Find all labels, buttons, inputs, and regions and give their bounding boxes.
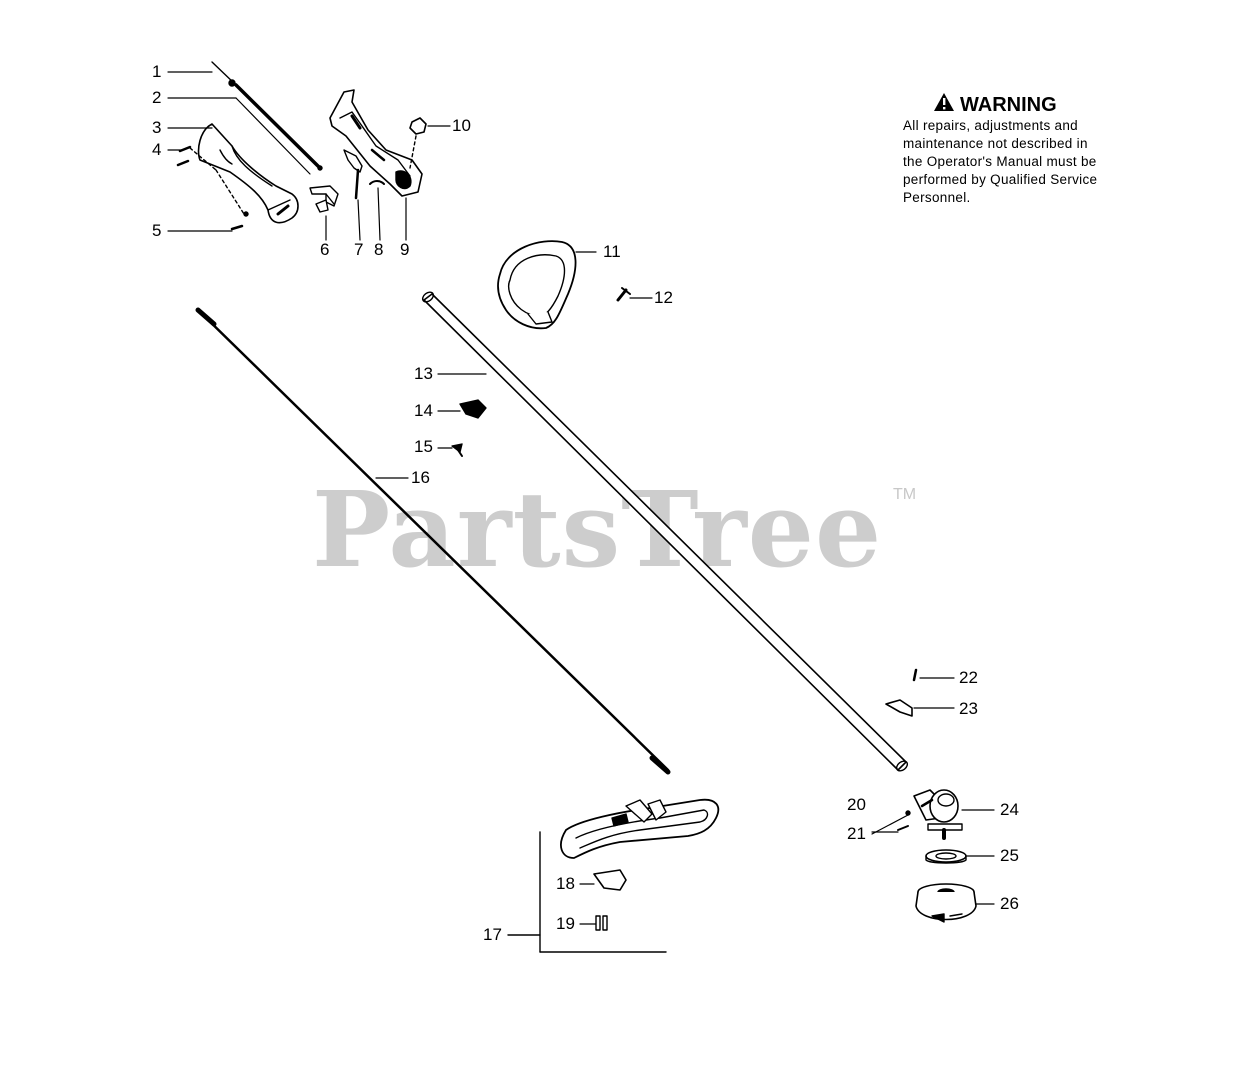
part-1-throttle-cable bbox=[211, 61, 323, 171]
part-16-drive-shaft bbox=[195, 307, 671, 775]
part-9-housing bbox=[329, 89, 423, 197]
part-11-loop-handle bbox=[497, 240, 577, 330]
callout-7[interactable]: 7 bbox=[354, 240, 364, 259]
callout-12[interactable]: 12 bbox=[654, 288, 673, 307]
part-8-spring bbox=[369, 180, 385, 185]
part-18-blade bbox=[593, 869, 627, 891]
warning-header: WARNING bbox=[933, 92, 1143, 117]
trademark-symbol: TM bbox=[893, 486, 917, 503]
callout-23[interactable]: 23 bbox=[959, 699, 978, 718]
callout-15[interactable]: 15 bbox=[414, 437, 433, 456]
warning-triangle-icon bbox=[933, 92, 955, 117]
callout-10[interactable]: 10 bbox=[452, 116, 471, 135]
callout-19[interactable]: 19 bbox=[556, 914, 575, 933]
callout-17[interactable]: 17 bbox=[483, 925, 502, 944]
warning-notice: WARNING All repairs, adjustments and mai… bbox=[903, 92, 1143, 207]
callout-14[interactable]: 14 bbox=[414, 401, 433, 420]
part-10-nut bbox=[409, 117, 427, 169]
part-20-21-screws bbox=[897, 810, 911, 831]
leader-lines bbox=[167, 71, 995, 925]
part-25-washer bbox=[925, 849, 967, 864]
part-14-bracket bbox=[459, 399, 487, 419]
callout-5[interactable]: 5 bbox=[152, 221, 162, 240]
callout-6[interactable]: 6 bbox=[320, 240, 330, 259]
part-5-screw bbox=[230, 211, 249, 231]
callout-8[interactable]: 8 bbox=[374, 240, 384, 259]
part-17-shield bbox=[507, 798, 720, 953]
part-7-lever bbox=[343, 149, 363, 200]
callout-25[interactable]: 25 bbox=[1000, 846, 1019, 865]
warning-title: WARNING bbox=[960, 93, 1057, 116]
callout-13[interactable]: 13 bbox=[414, 364, 433, 383]
callout-26[interactable]: 26 bbox=[1000, 894, 1019, 913]
part-24-gear-head bbox=[913, 789, 963, 840]
part-19-screws bbox=[595, 915, 608, 931]
callout-3[interactable]: 3 bbox=[152, 118, 162, 137]
callout-20[interactable]: 20 bbox=[847, 795, 866, 814]
part-23-bracket bbox=[885, 699, 913, 717]
part-12-bolt bbox=[616, 287, 631, 302]
callout-11[interactable]: 11 bbox=[603, 242, 621, 261]
part-13-shaft-tube bbox=[421, 291, 909, 772]
callout-9[interactable]: 9 bbox=[400, 240, 410, 259]
part-22-pin bbox=[912, 668, 918, 682]
callout-1[interactable]: 1 bbox=[152, 62, 162, 81]
callout-24[interactable]: 24 bbox=[1000, 800, 1019, 819]
callout-18[interactable]: 18 bbox=[556, 874, 575, 893]
callout-22[interactable]: 22 bbox=[959, 668, 978, 687]
warning-text: All repairs, adjustments and maintenance… bbox=[903, 118, 1098, 205]
part-26-trimmer-head bbox=[915, 883, 977, 923]
part-6-clip bbox=[315, 199, 329, 213]
callout-2[interactable]: 2 bbox=[152, 88, 162, 107]
callout-21[interactable]: 21 bbox=[847, 824, 866, 843]
part-2-trigger bbox=[309, 185, 339, 207]
brand-watermark: PartsTree bbox=[312, 468, 883, 591]
callout-16[interactable]: 16 bbox=[411, 468, 430, 487]
callout-4[interactable]: 4 bbox=[152, 140, 162, 159]
part-15-screw bbox=[451, 443, 463, 457]
part-3-handle-half bbox=[197, 123, 299, 224]
